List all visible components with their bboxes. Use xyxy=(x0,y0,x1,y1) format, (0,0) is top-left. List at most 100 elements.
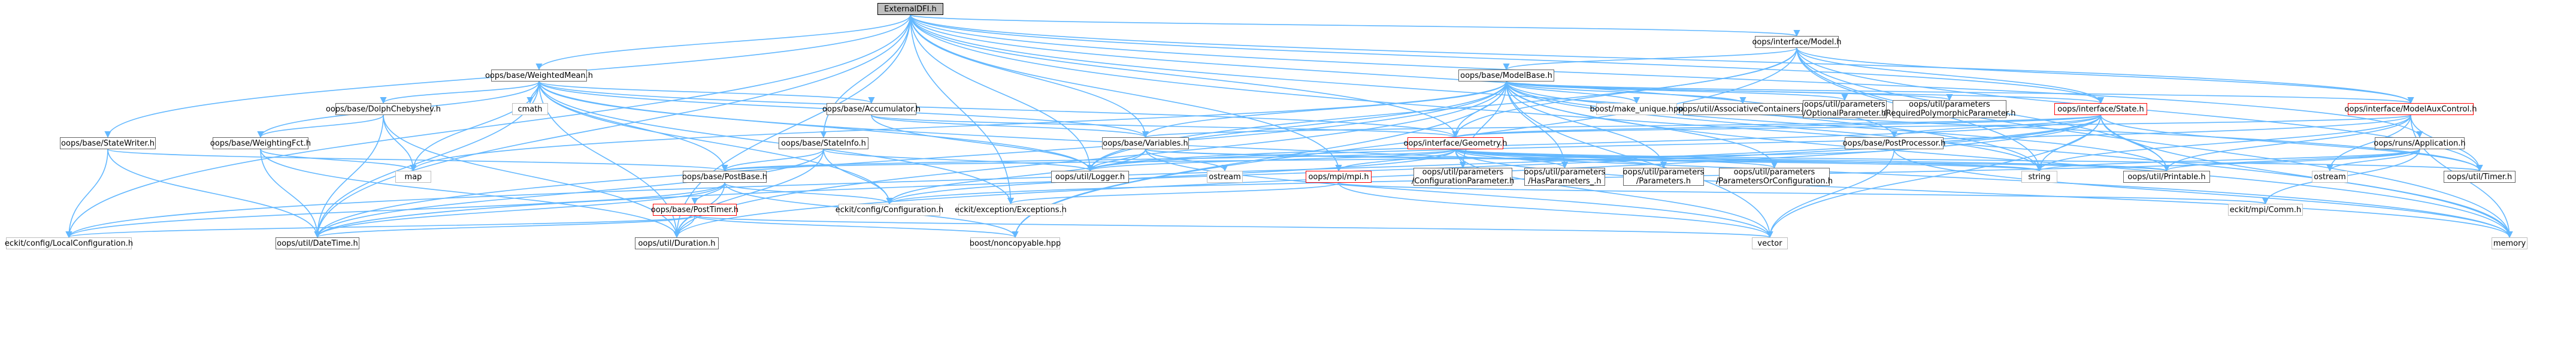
graph-node-params-or-conf[interactable]: oops/util/parameters /ParametersOrConfig… xyxy=(1716,168,1833,186)
edge-ifState-to-logger xyxy=(1086,114,2102,172)
edge-stateInfo-to-postBase xyxy=(721,149,824,172)
edge-root-to-weightedMean xyxy=(535,14,911,71)
edge-weightingFct-to-duration xyxy=(260,149,680,239)
edge-postTimer-to-noncopyable xyxy=(694,215,1019,239)
edge-weightedMean-to-map xyxy=(410,81,540,172)
dependency-edges xyxy=(65,14,2513,239)
graph-node-if-state[interactable]: oops/interface/State.h xyxy=(2054,103,2147,115)
edge-variables-to-ostream1 xyxy=(1145,149,1228,172)
edge-ifModelAux-to-ostream2 xyxy=(2326,114,2411,172)
edge-postTimer-to-dateTime xyxy=(314,215,695,239)
graph-node-model-base[interactable]: oops/base/ModelBase.h xyxy=(1458,70,1554,82)
edge-postBase-to-localConf xyxy=(65,182,725,239)
edge-postBase-to-eckitConf xyxy=(724,182,893,205)
edge-postTimer-to-duration xyxy=(673,215,695,239)
edge-modelBase-to-optParam xyxy=(1506,81,1848,101)
graph-node-accumulator[interactable]: oops/base/Accumulator.h xyxy=(822,103,921,115)
edge-application-to-string xyxy=(2036,149,2420,172)
graph-node-params[interactable]: oops/util/parameters /Parameters.h xyxy=(1623,168,1705,186)
graph-node-if-geometry[interactable]: oops/interface/Geometry.h xyxy=(1404,137,1508,149)
edge-ifGeometry-to-eckitConf xyxy=(886,149,1456,205)
edge-weightedMean-to-ifGeometry xyxy=(538,81,1459,138)
edge-root-to-localConf xyxy=(65,14,911,239)
edge-postBase-to-postTimer xyxy=(691,182,725,205)
edge-root-to-postProc xyxy=(910,14,1897,138)
edge-dolph-to-map xyxy=(383,114,417,172)
edge-modelBase-to-ifModelAux xyxy=(1506,81,2414,104)
graph-node-duration[interactable]: oops/util/Duration.h xyxy=(635,237,719,249)
edge-accumulator-to-logger xyxy=(871,114,1094,172)
graph-node-logger[interactable]: oops/util/Logger.h xyxy=(1051,171,1129,183)
edge-dolph-to-weightingFct xyxy=(257,114,384,138)
edge-root-to-ifModelAux xyxy=(910,14,2414,104)
graph-node-cmath: cmath xyxy=(512,103,548,115)
graph-node-make-unique: boost/make_unique.hpp xyxy=(1590,103,1684,115)
edge-stateWriter-to-dateTime xyxy=(107,149,321,239)
edge-ifModel-to-memory xyxy=(1796,47,2513,239)
edge-modelBase-to-hasParams xyxy=(1506,81,1569,169)
graph-node-post-proc[interactable]: oops/base/PostProcessor.h xyxy=(1843,137,1945,149)
edge-stateInfo-to-eckitConf xyxy=(823,149,893,205)
edge-modelBase-to-assoc xyxy=(1506,81,1746,104)
graph-node-state-writer[interactable]: oops/base/StateWriter.h xyxy=(60,137,156,149)
graph-node-post-base[interactable]: oops/base/PostBase.h xyxy=(682,171,767,183)
graph-node-conf-param[interactable]: oops/util/parameters /ConfigurationParam… xyxy=(1411,168,1515,186)
edge-ifState-to-variables xyxy=(1142,114,2102,138)
edge-ifState-to-duration xyxy=(673,114,2102,239)
graph-node-printable[interactable]: oops/util/Printable.h xyxy=(2123,171,2210,183)
edge-ifGeometry-to-postBase xyxy=(722,149,1456,172)
edge-postTimer-to-localConf xyxy=(65,215,695,239)
edge-root-to-logger xyxy=(910,14,1094,172)
edge-modelBase-to-makeUnique xyxy=(1506,81,1640,104)
edge-ifState-to-memory xyxy=(2100,114,2513,239)
graph-node-variables[interactable]: oops/base/Variables.h xyxy=(1102,137,1189,149)
graph-node-has-params[interactable]: oops/util/parameters /HasParameters_.h xyxy=(1524,168,1606,186)
graph-node-date-time[interactable]: oops/util/DateTime.h xyxy=(276,237,359,249)
edge-root-to-application xyxy=(910,14,2423,138)
edge-ifGeometry-to-params xyxy=(1455,149,1667,169)
edge-root-to-stateInfo xyxy=(820,14,911,138)
edge-mpi-to-eckitExc xyxy=(1007,182,1339,205)
edge-ifState-to-ifGeometry xyxy=(1452,114,2102,138)
graph-node-opt-param[interactable]: oops/util/parameters /OptionalParameter.… xyxy=(1803,100,1887,118)
edge-modelBase-to-ifState xyxy=(1506,81,2104,104)
edge-ifGeometry-to-paramsOrConf xyxy=(1455,149,1778,169)
edge-postTimer-to-vector xyxy=(694,215,1773,239)
graph-node-post-timer[interactable]: oops/base/PostTimer.h xyxy=(651,204,738,216)
graph-node-state-info[interactable]: oops/base/StateInfo.h xyxy=(779,137,868,149)
graph-node-timer[interactable]: oops/util/Timer.h xyxy=(2444,171,2516,183)
graph-node-application[interactable]: oops/runs/Application.h xyxy=(2374,137,2466,149)
edge-postProc-to-postBase xyxy=(722,149,1895,172)
graph-node-weighted-mean[interactable]: oops/base/WeightedMean.h xyxy=(485,70,593,82)
graph-node-string: string xyxy=(2021,171,2057,183)
edge-stateInfo-to-logger xyxy=(823,149,1094,172)
edge-modelBase-to-logger xyxy=(1086,81,1507,172)
edge-application-to-ostream2 xyxy=(2326,149,2420,172)
edge-postProc-to-memory xyxy=(1893,149,2513,239)
edge-weightedMean-to-logger xyxy=(538,81,1094,172)
graph-node-dolph[interactable]: oops/base/DolphChebyshev.h xyxy=(326,103,441,115)
graph-node-mpi[interactable]: oops/mpi/mpi.h xyxy=(1306,171,1372,183)
graph-node-noncopyable: boost/noncopyable.hpp xyxy=(970,237,1061,249)
graph-node-if-model-aux[interactable]: oops/interface/ModelAuxControl.h xyxy=(2345,103,2477,115)
graph-node-root[interactable]: ExternalDFI.h xyxy=(877,3,943,15)
edge-root-to-mpi xyxy=(910,14,1342,172)
graph-node-eckit-conf: eckit/config/Configuration.h xyxy=(836,204,943,216)
edge-root-to-dateTime xyxy=(314,14,911,239)
graph-node-if-model[interactable]: oops/interface/Model.h xyxy=(1752,36,1842,48)
graph-node-req-poly[interactable]: oops/util/parameters /RequiredPolymorphi… xyxy=(1883,100,2016,118)
graph-node-assoc[interactable]: oops/util/AssociativeContainers.h xyxy=(1678,103,1808,115)
edge-modelBase-to-dateTime xyxy=(314,81,1507,239)
edge-weightingFct-to-map xyxy=(260,149,417,172)
edge-modelBase-to-params xyxy=(1506,81,1667,169)
graph-node-ostream2: ostream xyxy=(2312,171,2348,183)
graph-node-ostream1: ostream xyxy=(1207,171,1243,183)
edge-root-to-ifModel xyxy=(910,14,1800,37)
edge-weightedMean-to-eckitConf xyxy=(538,81,893,205)
edge-weightingFct-to-dateTime xyxy=(260,149,321,239)
graph-node-map: map xyxy=(395,171,431,183)
edge-mpi-to-vector xyxy=(1338,182,1773,239)
graph-node-memory: memory xyxy=(2492,237,2527,249)
graph-node-weighting-fct[interactable]: oops/base/WeightingFct.h xyxy=(210,137,311,149)
edge-ifModel-to-noncopyable xyxy=(1012,47,1797,239)
